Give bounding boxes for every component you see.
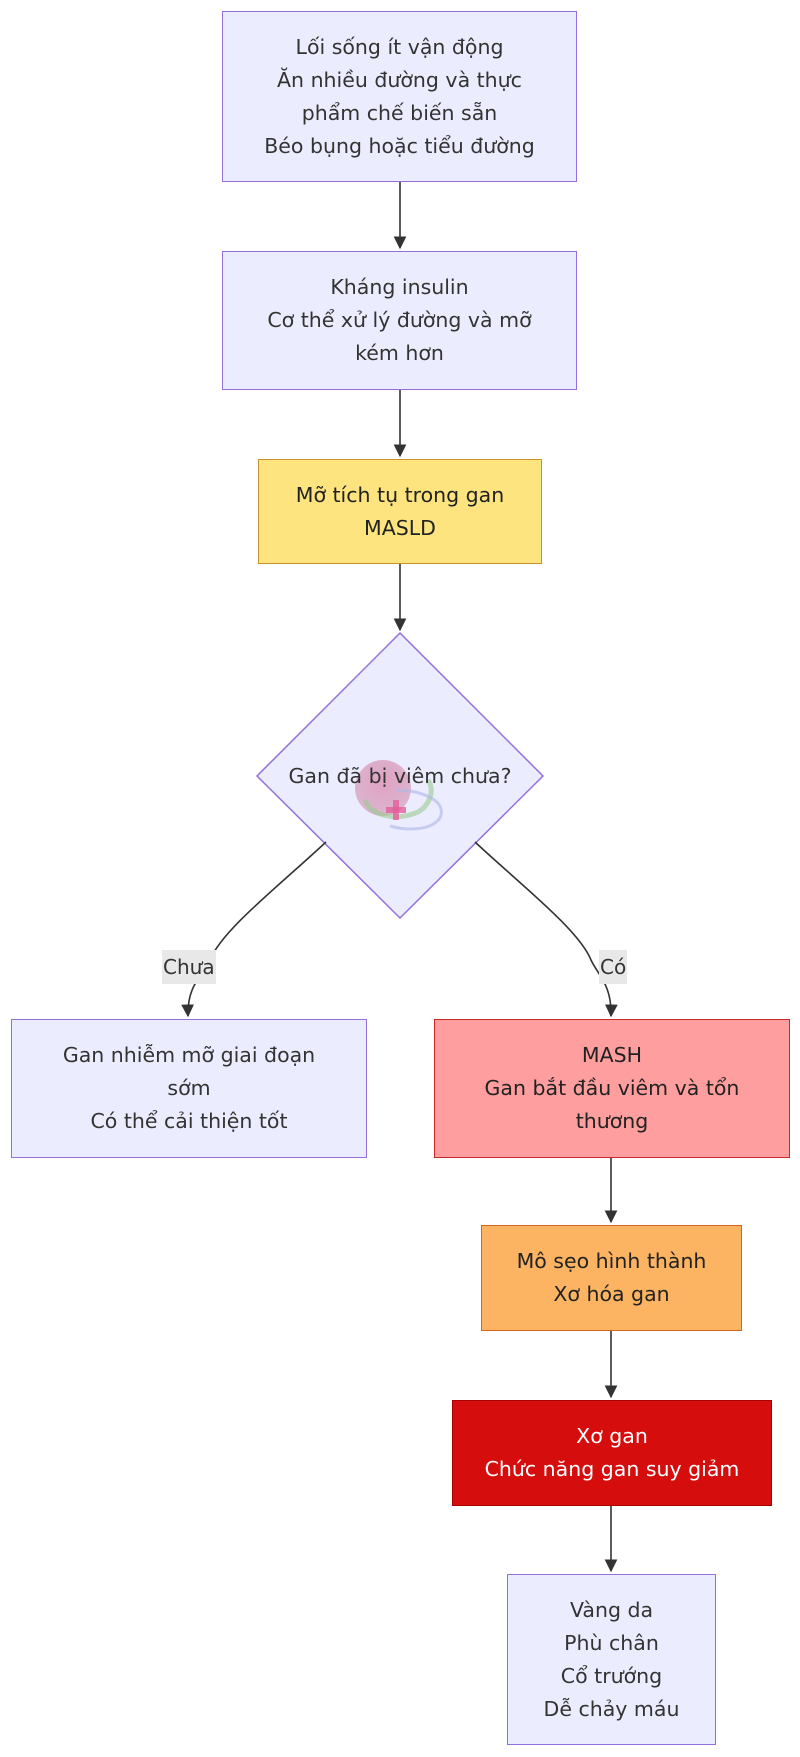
node-fibrosis-line-1: Mô sẹo hình thành [516,1249,707,1273]
edge-label-no: Chưa [162,950,216,984]
node-symptoms: Vàng da Phù chân Cổ trướng Dễ chảy máu [507,1574,716,1745]
node-causes-line-4: Béo bụng hoặc tiểu đường [264,133,535,158]
edge-decision-mash [474,841,618,1018]
node-symptoms-line-2: Phù chân [564,1630,659,1655]
decision-text: Gan đã bị viêm chưa? [288,764,512,788]
node-masld-line-2: MASLD [364,515,436,540]
node-mash-line-3: thương [575,1109,649,1133]
node-mash: MASH Gan bắt đầu viêm và tổn thương [434,1019,790,1158]
node-causes-line-1: Lối sống ít vận động [295,34,504,59]
node-symptoms-line-4: Dễ chảy máu [543,1696,680,1721]
node-early-line-1: Gan nhiễm mỡ giai đoạn [62,1043,316,1067]
node-causes: Lối sống ít vận động Ăn nhiều đường và t… [222,11,577,182]
node-symptoms-line-1: Vàng da [569,1597,654,1622]
node-insulin: Kháng insulin Cơ thể xử lý đường và mỡ k… [222,251,577,390]
node-insulin-line-3: kém hơn [355,341,444,365]
node-insulin-line-2: Cơ thể xử lý đường và mỡ [267,308,532,332]
node-masld-line-1: Mỡ tích tụ trong gan [295,482,505,507]
node-early-line-2: sớm [167,1076,211,1100]
node-masld: Mỡ tích tụ trong gan MASLD [258,459,542,564]
node-mash-line-2: Gan bắt đầu viêm và tổn [484,1076,740,1100]
node-causes-line-3: phẩm chế biến sẵn [301,100,498,125]
node-early: Gan nhiễm mỡ giai đoạn sớm Có thể cải th… [11,1019,367,1158]
node-mash-line-1: MASH [581,1043,643,1067]
node-causes-line-2: Ăn nhiều đường và thực [277,67,522,92]
node-cirrhosis-line-1: Xơ gan [576,1424,648,1448]
node-cirrhosis: Xơ gan Chức năng gan suy giảm [452,1400,772,1506]
watermark-logo [355,760,443,831]
edge-label-yes: Có [599,950,628,984]
node-fibrosis: Mô sẹo hình thành Xơ hóa gan [481,1225,742,1331]
node-fibrosis-line-2: Xơ hóa gan [553,1282,670,1306]
node-early-line-3: Có thể cải thiện tốt [90,1109,288,1133]
node-cirrhosis-line-2: Chức năng gan suy giảm [484,1457,740,1481]
node-symptoms-line-3: Cổ trướng [560,1663,663,1688]
node-insulin-line-1: Kháng insulin [330,275,469,299]
edge-decision-early [181,841,327,1018]
